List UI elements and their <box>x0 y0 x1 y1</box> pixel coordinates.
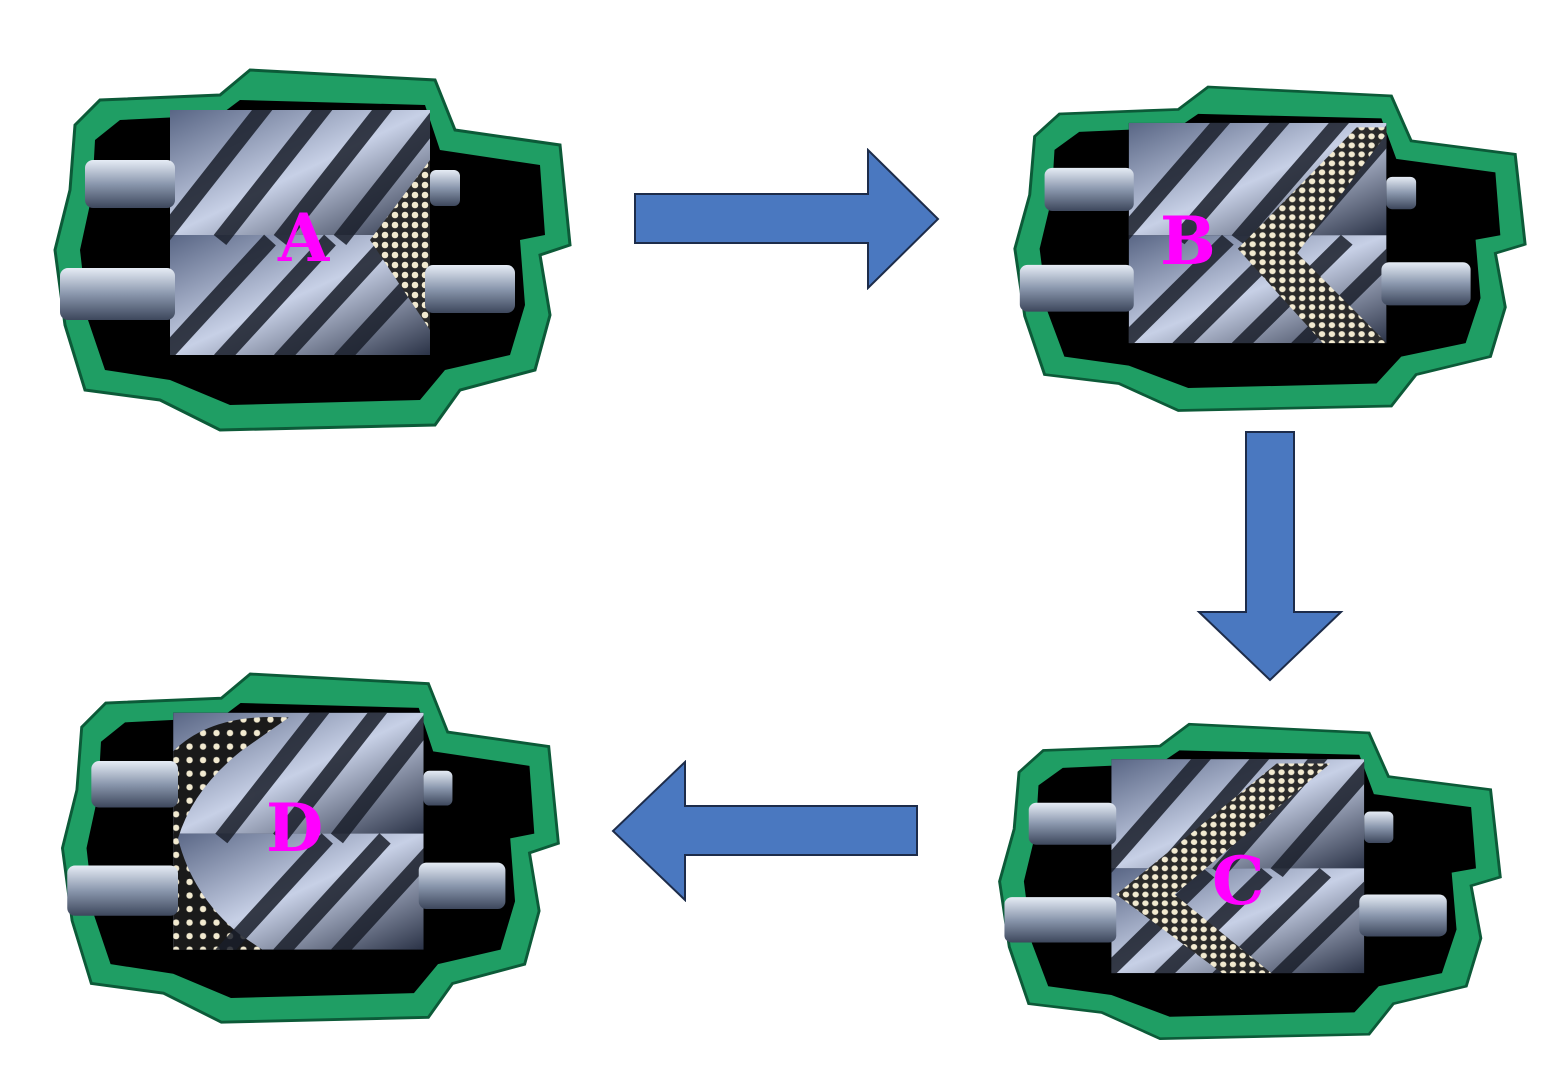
shaft-upper-left <box>1044 167 1134 211</box>
shaft-lower-right <box>418 862 506 910</box>
compressor-illustration-a <box>53 68 572 432</box>
gas-pocket <box>370 160 430 330</box>
compressor-panel-c <box>985 698 1510 1043</box>
shaft-lower-left <box>67 865 178 916</box>
arrow-b-to-c <box>1196 430 1344 682</box>
shaft-lower-left <box>1004 897 1117 943</box>
shaft-upper-left <box>1028 802 1117 845</box>
gas-pocket <box>173 717 289 950</box>
shaft-lower-left <box>60 268 175 320</box>
shaft-upper-right <box>430 170 460 206</box>
gas-pocket <box>1237 127 1387 344</box>
shaft-upper-left <box>91 761 178 808</box>
compressor-panel-a <box>40 40 580 435</box>
shaft-lower-right <box>1359 894 1447 937</box>
arrow-c-to-d <box>610 760 920 902</box>
compressor-illustration-d <box>60 672 560 1024</box>
compressor-panel-d <box>48 645 568 1027</box>
gas-pocket <box>1116 763 1331 974</box>
shaft-lower-right <box>425 265 515 313</box>
compressor-illustration-b <box>1013 85 1527 412</box>
shaft-upper-right <box>423 770 453 806</box>
shaft-upper-right <box>1386 176 1417 210</box>
shaft-upper-left <box>85 160 175 208</box>
arrow-right-icon <box>634 148 940 290</box>
compressor-illustration-c <box>998 722 1502 1040</box>
arrow-down-icon <box>1196 431 1344 682</box>
arrow-a-to-b <box>633 148 941 290</box>
shaft-lower-left <box>1019 264 1134 312</box>
arrow-left-icon <box>611 760 918 902</box>
compressor-panel-b <box>1000 60 1535 415</box>
shaft-lower-right <box>1381 262 1471 306</box>
shaft-upper-right <box>1364 811 1394 843</box>
